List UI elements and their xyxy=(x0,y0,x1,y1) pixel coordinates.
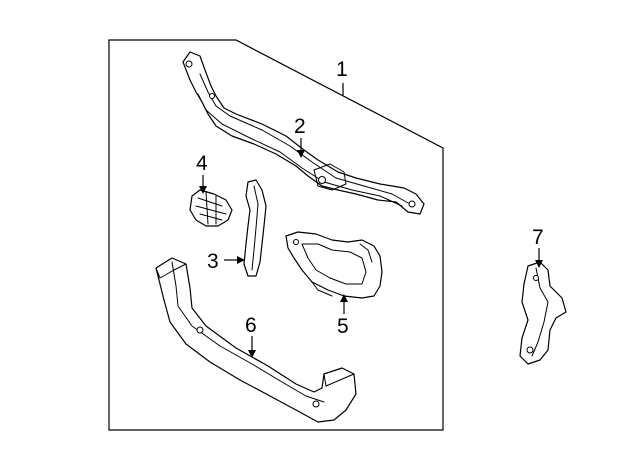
side-panel-flange xyxy=(311,243,373,297)
vertical-support-crease xyxy=(251,185,259,271)
arrowhead-5 xyxy=(340,294,348,302)
arrowhead-4 xyxy=(199,186,207,194)
arrowhead-6 xyxy=(248,350,256,358)
side-panel-inner-cutout xyxy=(301,243,367,285)
side-bracket-outline xyxy=(519,261,567,365)
callout-5: 5 xyxy=(337,315,349,338)
tie-bar-hole-d xyxy=(408,200,416,208)
callout-2: 2 xyxy=(294,115,306,138)
side-bracket-crease xyxy=(531,267,549,357)
callout-6: 6 xyxy=(245,314,257,337)
assembly-frame xyxy=(108,39,444,431)
lower-tie-bar-end-left xyxy=(155,263,187,279)
tie-bar-bracket xyxy=(313,163,347,191)
callout-7: 7 xyxy=(532,226,544,249)
upper-tie-bar-outline xyxy=(182,51,425,215)
side-panel-outline xyxy=(285,231,383,299)
bracket-ribs xyxy=(195,191,227,225)
tie-bar-hole-b xyxy=(209,93,215,99)
tie-bar-hole-c xyxy=(318,176,326,184)
side-panel-hole xyxy=(293,239,299,245)
upper-tie-bar-crease-bottom xyxy=(197,93,403,207)
arrowhead-2 xyxy=(297,150,305,158)
part-7-side-bracket[interactable] xyxy=(519,261,567,365)
part-2-upper-tie-bar[interactable] xyxy=(182,51,425,215)
tie-bar-hole-a xyxy=(185,60,193,68)
lower-tie-bar-crease xyxy=(171,261,325,403)
lower-tie-bar-hole-b xyxy=(312,400,320,408)
upper-tie-bar-crease-top xyxy=(199,73,411,205)
arrowhead-3 xyxy=(237,256,245,264)
callout-3: 3 xyxy=(207,250,219,273)
lower-tie-bar-end-right xyxy=(323,373,355,387)
part-6-lower-tie-bar[interactable] xyxy=(155,257,357,423)
side-bracket-hole-b xyxy=(526,346,534,354)
lower-tie-bar-hole-a xyxy=(196,326,204,334)
part-4-bracket[interactable] xyxy=(189,189,233,227)
part-5-side-panel[interactable] xyxy=(285,231,383,299)
part-3-vertical-support[interactable] xyxy=(243,179,267,277)
bracket-outline xyxy=(189,189,233,227)
callout-1: 1 xyxy=(336,58,348,81)
callout-4: 4 xyxy=(196,152,208,175)
arrowhead-7 xyxy=(535,260,543,268)
side-bracket-hole-a xyxy=(533,275,539,281)
vertical-support-outline xyxy=(243,179,267,277)
